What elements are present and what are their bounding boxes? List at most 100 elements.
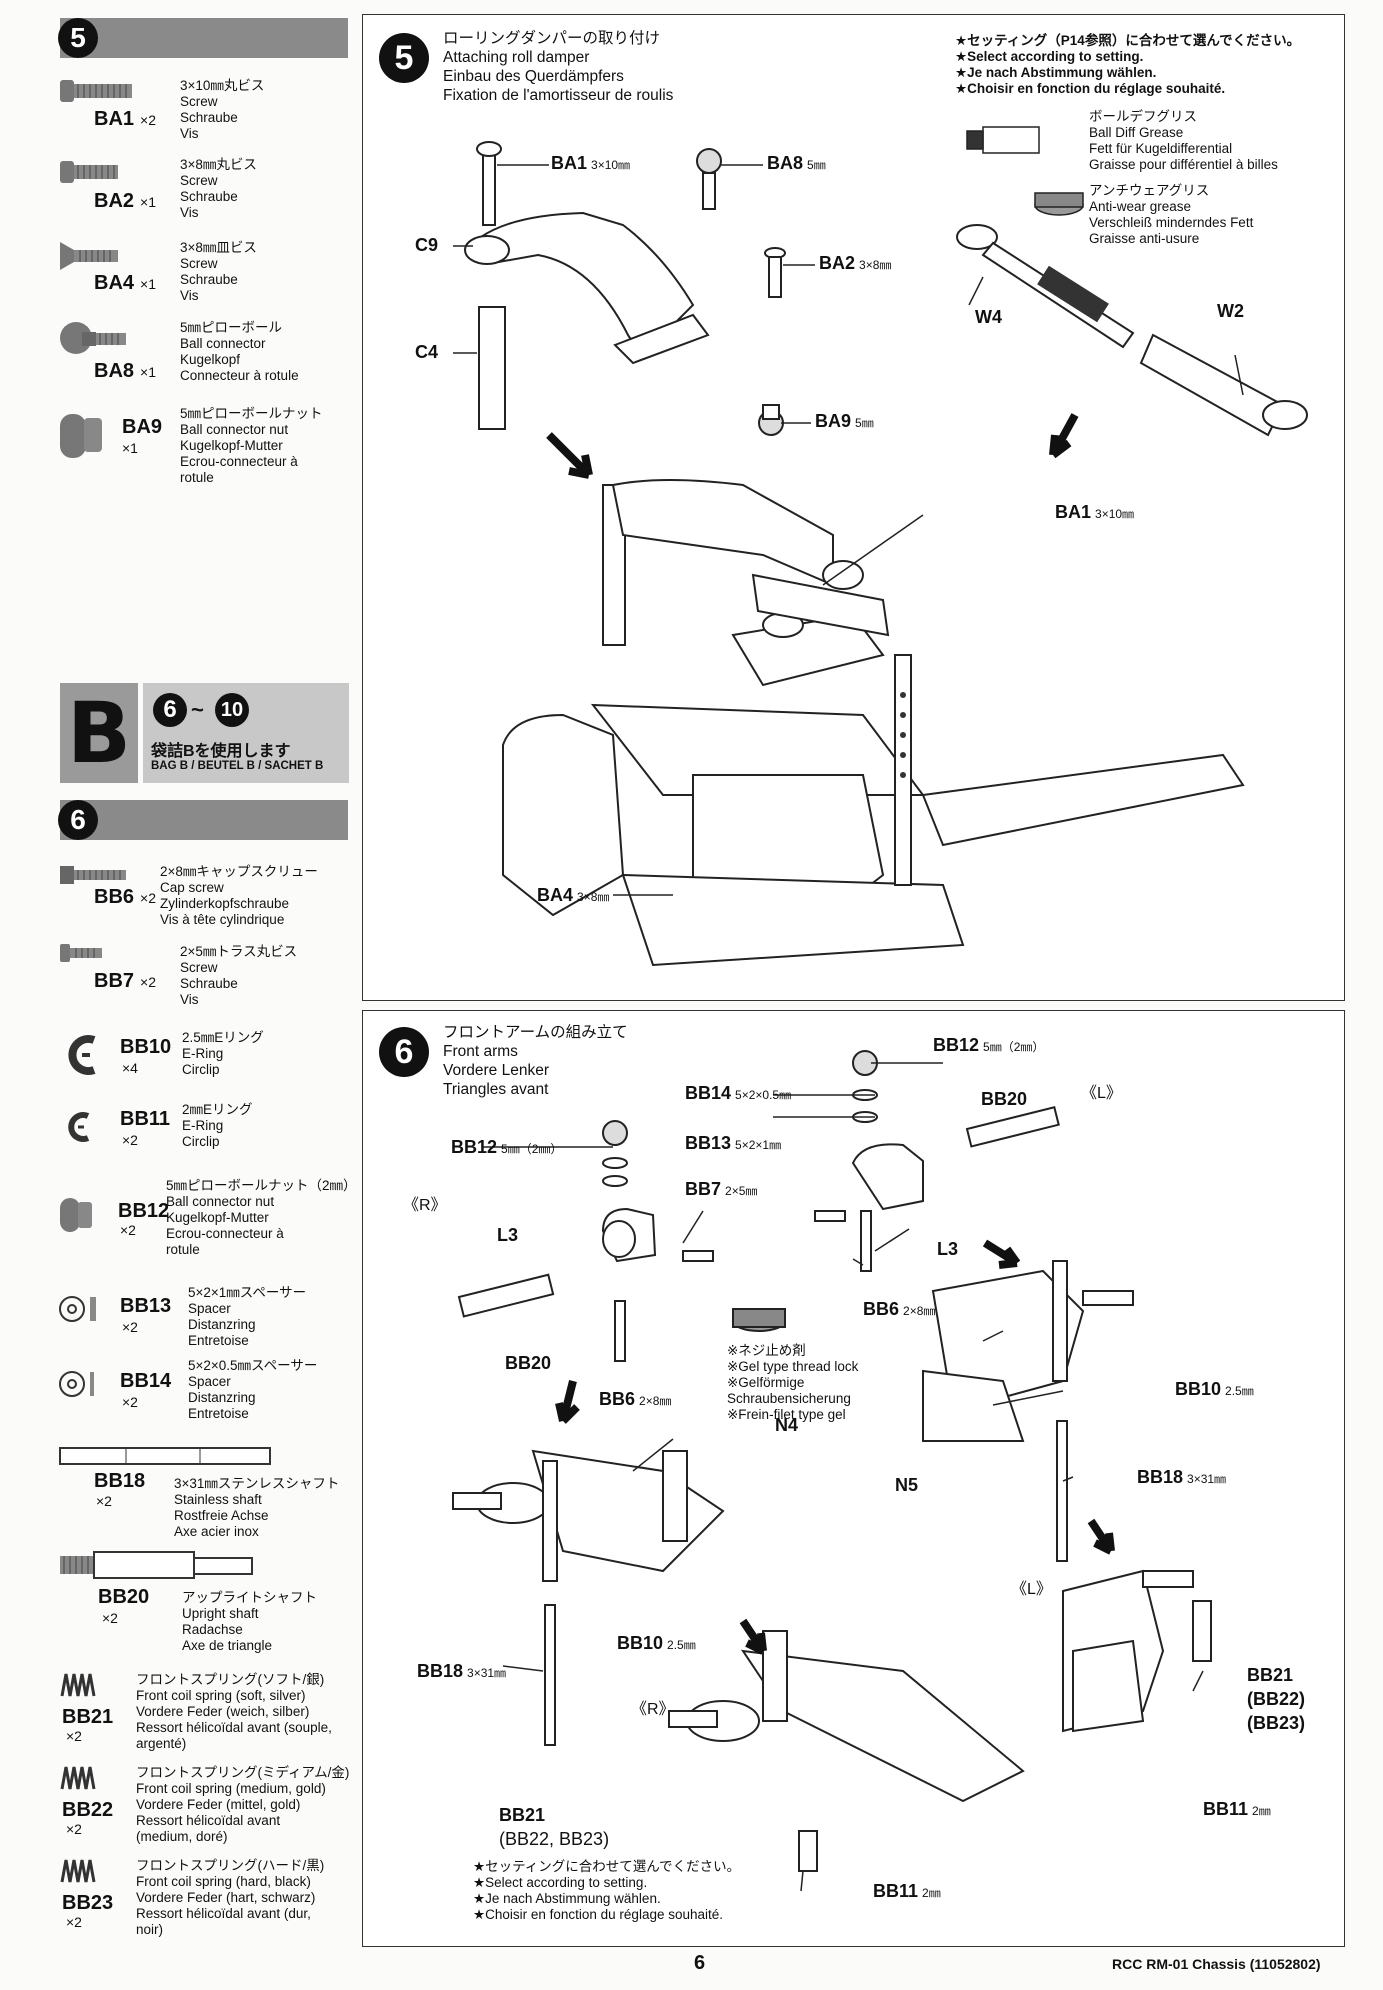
thread-lock-note: ※ネジ止め剤 ※Gel type thread lock ※Gelförmige… (727, 1343, 859, 1422)
step5-title: ローリングダンパーの取り付け Attaching roll damper Ein… (443, 30, 674, 104)
part-desc: 2㎜Eリング E-Ring Circlip (182, 1102, 253, 1149)
part-code: BB7 (94, 970, 135, 992)
part-bb11: BB11 ×2 2㎜Eリング E-Ring Circlip (60, 1102, 360, 1212)
label-bb22-23-right: (BB22, BB23) (499, 1829, 610, 1849)
step6-setting-note: ★セッティングに合わせて選んでください。 ★Select according t… (473, 1859, 741, 1922)
step6-parts-header (60, 800, 348, 840)
part-desc: 3×31㎜ステンレスシャフト Stainless shaft Rostfreie… (174, 1476, 340, 1539)
part-qty: ×1 (122, 440, 138, 456)
part-bb7: BB7×2 2×5㎜トラス丸ビス Screw Schraube Vis (60, 940, 360, 1050)
bag-step-sep: ~ (191, 697, 204, 722)
label-bb21-left: BB21 (1247, 1665, 1294, 1685)
part-code: BB13 (120, 1295, 172, 1317)
step5-panel: 5 ローリングダンパーの取り付け Attaching roll damper E… (362, 14, 1345, 1001)
part-bb6: BB6×2 2×8㎜キャップスクリュー Cap screw Zylinderko… (60, 860, 360, 970)
e-ring-icon (68, 1035, 96, 1075)
step6-title: フロントアームの組み立て Front arms Vordere Lenker T… (443, 1024, 628, 1098)
part-qty: ×2 (66, 1914, 82, 1930)
bag-step-from: 6 (153, 693, 187, 727)
anti-wear-grease-label: アンチウェアグリス Anti-wear grease Verschleiß mi… (1089, 183, 1254, 246)
part-bb21: BB21 ×2 フロントスプリング(ソフト/銀) Front coil spri… (60, 1672, 360, 1782)
part-qty: ×2 (102, 1610, 118, 1626)
part-desc: 2.5㎜Eリング E-Ring Circlip (182, 1030, 264, 1077)
part-code: BB22 (62, 1799, 114, 1821)
part-desc: 3×10㎜丸ビス Screw Schraube Vis (180, 78, 265, 141)
ball-diff-grease-label: ボールデフグリス Ball Diff Grease Fett für Kugel… (1089, 109, 1278, 172)
part-code: BB18 (94, 1470, 146, 1492)
label-bb23-left: (BB23) (1247, 1713, 1306, 1733)
part-qty: ×2 (96, 1493, 112, 1509)
part-desc: 5㎜ピローボールナット Ball connector nut Kugelkopf… (180, 406, 323, 485)
part-code: BB23 (62, 1892, 114, 1914)
part-desc: 3×8㎜皿ビス Screw Schraube Vis (180, 240, 257, 303)
part-qty: ×1 (140, 364, 156, 380)
label-left-bottom: 《L》 (1011, 1581, 1052, 1598)
part-desc: フロントスプリング(ソフト/銀) Front coil spring (soft… (136, 1672, 332, 1751)
label-right-top: 《R》 (403, 1197, 447, 1214)
countersunk-screw-icon (60, 242, 118, 270)
label-c9: C9 (415, 235, 439, 255)
label-l3-right: L3 (497, 1225, 519, 1245)
part-desc: 5㎜ピローボールナット（2㎜） Ball connector nut Kugel… (166, 1178, 357, 1257)
part-ba9: BA9 ×1 5㎜ピローボールナット Ball connector nut Ku… (60, 406, 360, 516)
part-ba1: BA1 ×2 3×10㎜丸ビス Screw Schraube Vis (60, 72, 360, 182)
step6-assembly-diagram (452, 1050, 1212, 1892)
part-code: BB11 (120, 1108, 171, 1130)
ball-nut-icon (60, 1198, 92, 1232)
shaft-icon (59, 1447, 271, 1465)
label-n5: N5 (895, 1475, 919, 1495)
step5-parts-number: 5 (58, 18, 98, 58)
part-bb22: BB22 ×2 フロントスプリング(ミディアム/金) Front coil sp… (60, 1765, 360, 1875)
spacer-icon (59, 1371, 94, 1397)
part-bb20: BB20 ×2 アップライトシャフト Upright shaft Radachs… (60, 1548, 360, 1658)
part-qty: ×2 (122, 1132, 138, 1148)
part-desc: 5×2×1㎜スペーサー Spacer Distanzring Entretois… (188, 1285, 307, 1348)
spacer-icon (59, 1296, 96, 1322)
part-code: BB10 (120, 1036, 172, 1058)
screw-icon (60, 80, 132, 102)
label-bb22-left: (BB22) (1247, 1689, 1306, 1709)
model-label: RCC RM-01 Chassis (11052802) (1112, 1956, 1321, 1972)
part-qty: ×2 (140, 112, 156, 128)
screw-icon (60, 161, 118, 183)
bag-info: 6 ~ 10 袋詰Bを使用します BAG B / BEUTEL B / SACH… (143, 683, 349, 783)
part-qty: ×4 (122, 1060, 138, 1076)
part-code: BA8 (94, 360, 135, 382)
part-desc: 5㎜ピローボール Ball connector Kugelkopf Connec… (180, 320, 299, 383)
part-code: BA1 (94, 108, 135, 130)
part-code: BA9 (122, 416, 163, 438)
spring-icon (60, 1859, 96, 1883)
label-w2: W2 (1217, 301, 1244, 321)
label-right-bottom: 《R》 (631, 1701, 675, 1718)
part-code: BB21 (62, 1706, 114, 1728)
part-qty: ×2 (122, 1319, 138, 1335)
part-desc: 3×8㎜丸ビス Screw Schraube Vis (180, 157, 257, 220)
part-desc: 5×2×0.5㎜スペーサー Spacer Distanzring Entreto… (188, 1358, 318, 1421)
step5-parts-header (60, 18, 348, 58)
label-w4: W4 (975, 307, 1002, 327)
part-code: BA4 (94, 272, 135, 294)
label-bb20-right: BB20 (505, 1353, 552, 1373)
step5-setting-note: ★セッティング（P14参照）に合わせて選んでください。 ★Select acco… (955, 33, 1301, 96)
part-desc: フロントスプリング(ハード/黒) Front coil spring (hard… (136, 1858, 325, 1937)
ball-connector-icon (60, 322, 126, 354)
part-bb18: BB18 ×2 3×31㎜ステンレスシャフト Stainless shaft R… (59, 1446, 360, 1556)
part-code: BB20 (98, 1586, 150, 1608)
step6-panel: 6 フロントアームの組み立て Front arms Vordere Lenker… (362, 1010, 1345, 1947)
part-qty: ×1 (140, 276, 156, 292)
step6-parts-number: 6 (58, 800, 98, 840)
bag-en: BAG B / BEUTEL B / SACHET B (151, 760, 324, 772)
